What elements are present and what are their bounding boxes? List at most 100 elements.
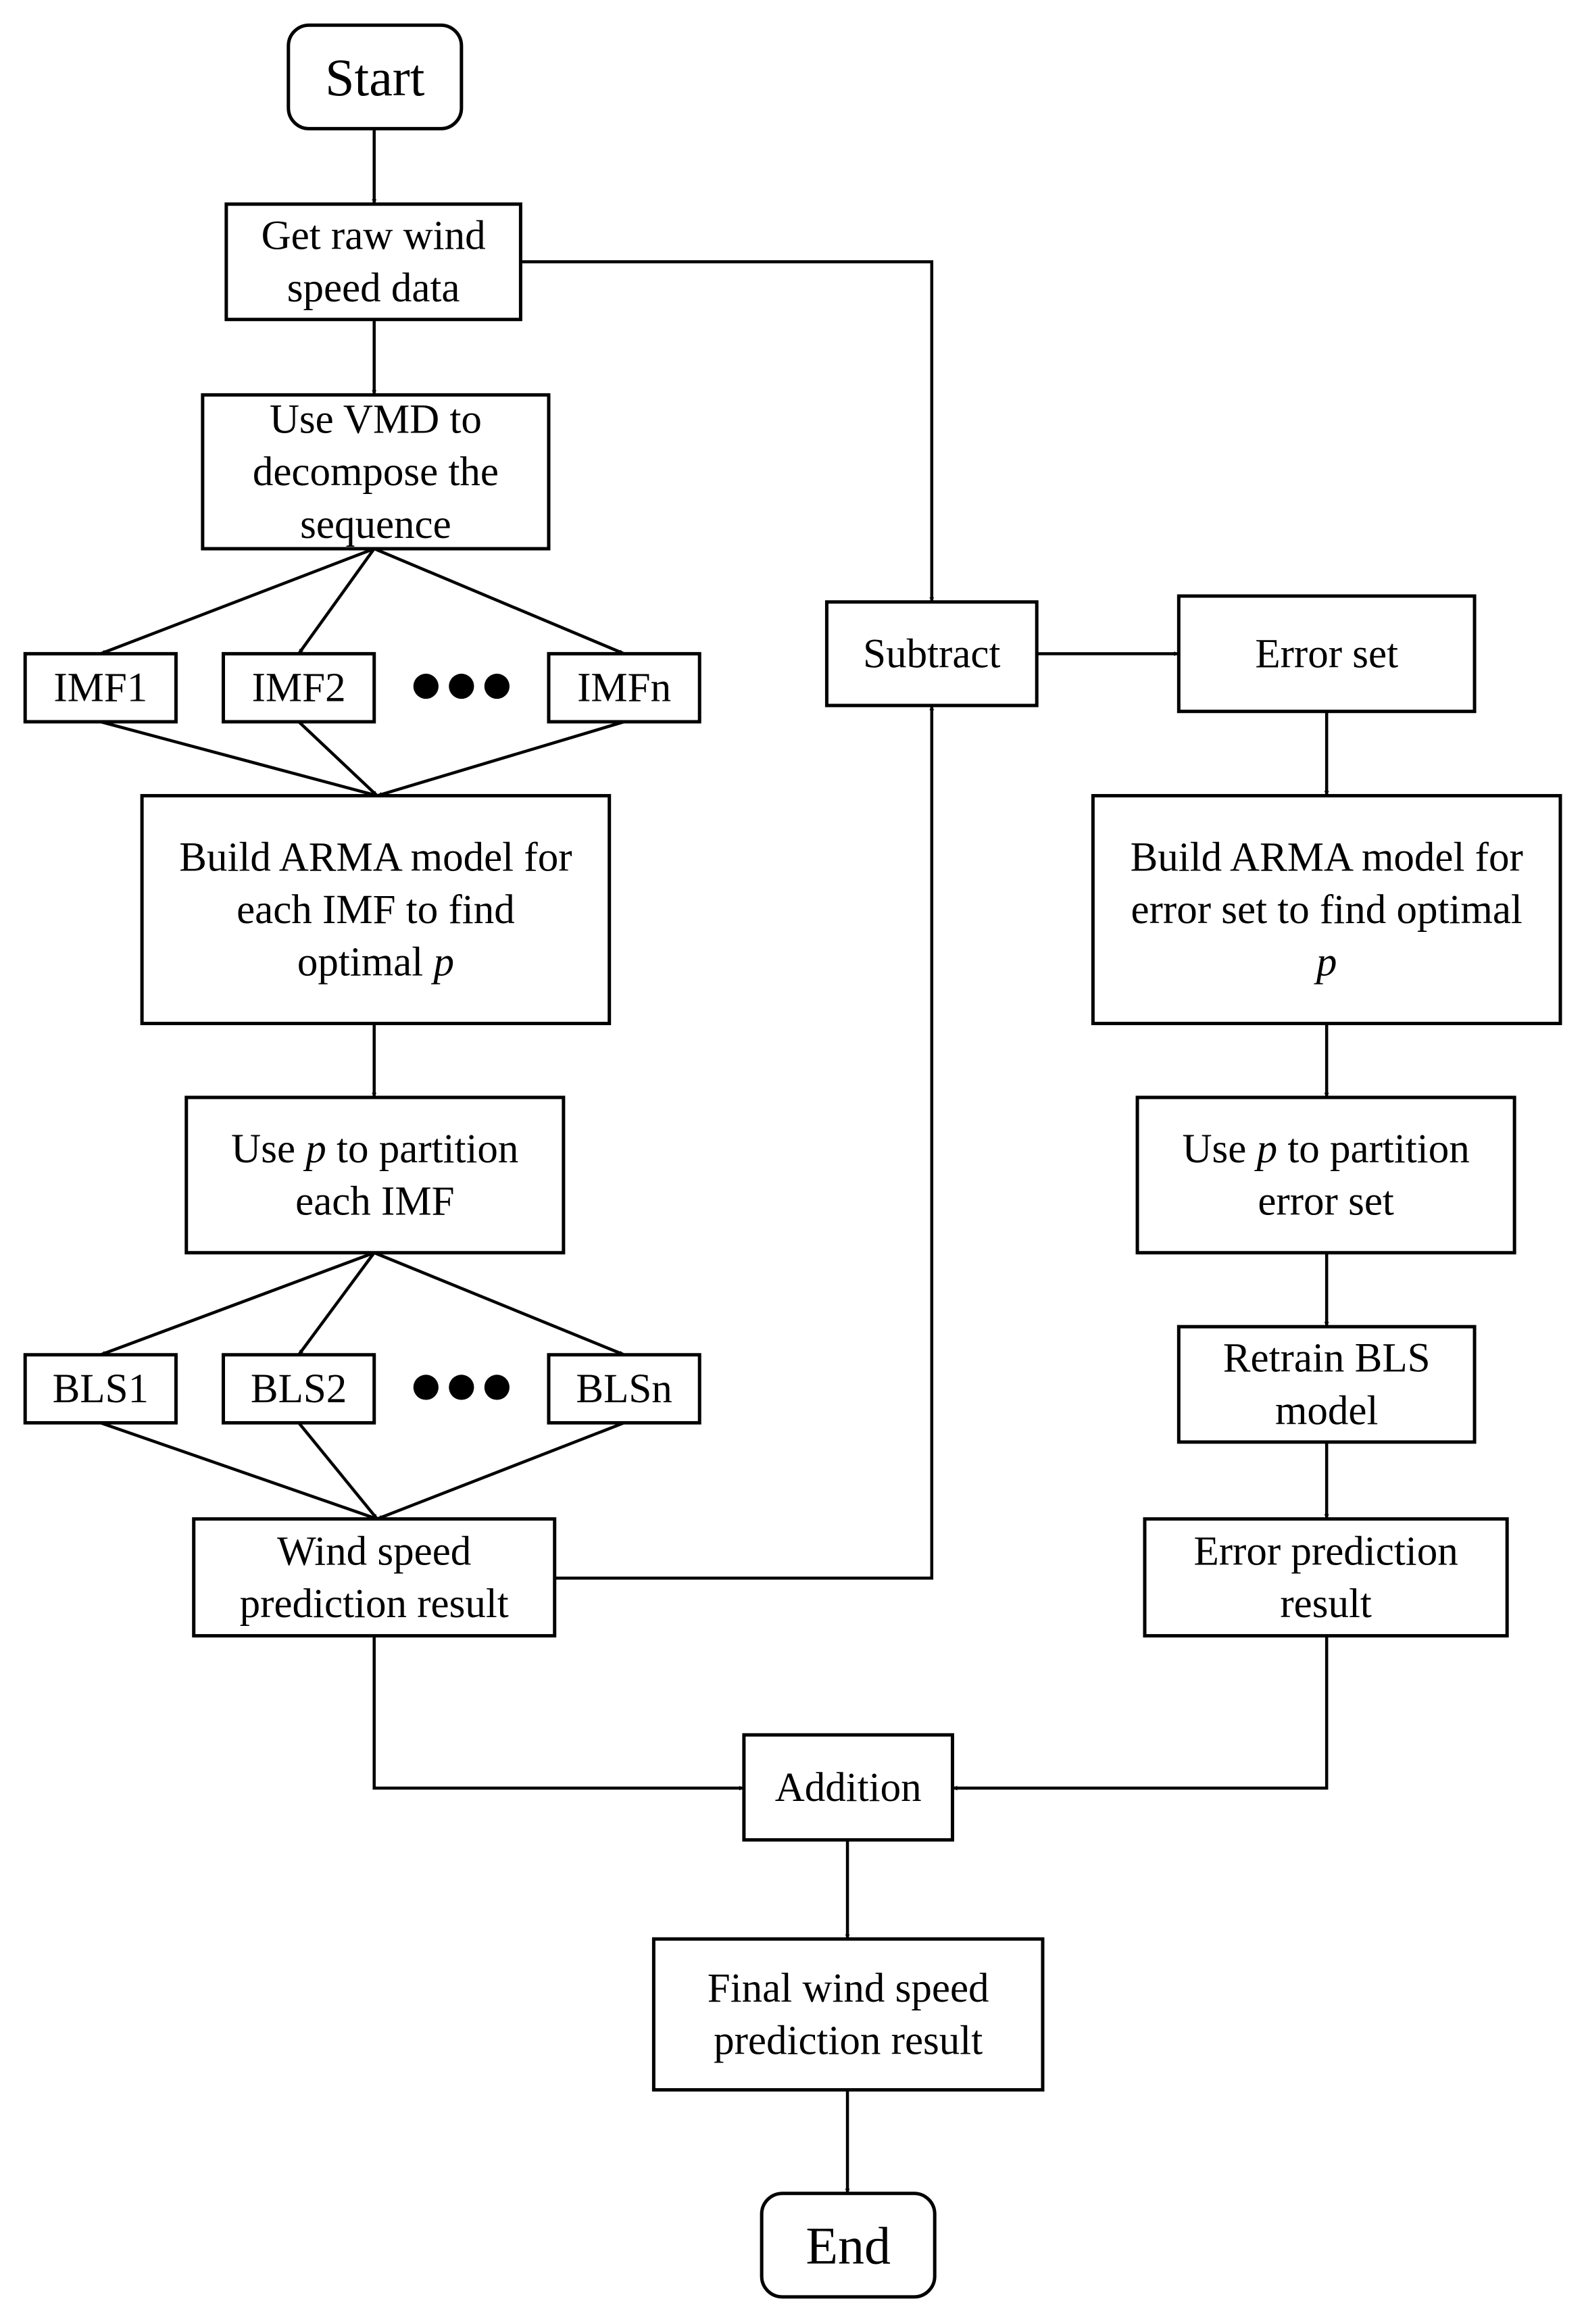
error-result-box: Error prediction result xyxy=(1143,1517,1509,1638)
partition-imf-box-label: Use p to partition xyxy=(231,1127,518,1172)
edge-getraw-subtract xyxy=(520,260,935,602)
addition-box-shape xyxy=(742,1733,954,1842)
connectors xyxy=(100,128,1329,2194)
error-result-box-label: Error prediction xyxy=(1193,1529,1458,1574)
imf2-box: IMF2 xyxy=(221,651,376,724)
edge-partition-blsn xyxy=(373,1251,625,1356)
vmd-decompose-box: Use VMD to decompose the sequence xyxy=(201,393,551,551)
arma-error-box-label: error set to find optimal xyxy=(1131,887,1523,932)
imfn-box-shape xyxy=(547,651,701,724)
get-raw-data-box-label: speed data xyxy=(287,266,460,311)
imf2-box-shape xyxy=(221,651,376,724)
arma-error-box-label: p xyxy=(1314,939,1337,985)
partition-imf-box-label: each IMF xyxy=(295,1179,454,1224)
get-raw-data-box-shape xyxy=(224,202,522,322)
arma-error-box: Build ARMA model for error set to find op… xyxy=(1091,793,1562,1026)
edge-bls2-wind xyxy=(297,1422,378,1521)
final-result-box-label: prediction result xyxy=(714,2018,983,2063)
italic-symbol-p: p xyxy=(1254,1127,1278,1172)
edge-partition-bls2 xyxy=(297,1252,376,1356)
wind-result-box: Wind speed prediction result xyxy=(192,1517,557,1638)
final-result-box-label: Final wind speed xyxy=(708,1966,989,2011)
end-terminal-label: End xyxy=(806,2216,891,2275)
wind-result-box-label: prediction result xyxy=(240,1581,509,1626)
imf1-box-label: IMF1 xyxy=(53,665,147,710)
subtract-box-shape xyxy=(824,600,1039,708)
ellipsis-dots xyxy=(413,673,510,1400)
arma-imf-box-shape xyxy=(140,793,612,1026)
bls2-box-shape xyxy=(221,1353,376,1425)
edge-wind-addition xyxy=(372,1635,744,1791)
partition-error-box-label: Use p to partition xyxy=(1182,1127,1469,1172)
partition-imf-box-shape xyxy=(184,1095,566,1255)
subtract-box: Subtract xyxy=(824,600,1039,708)
edge-imf1-arma xyxy=(100,720,378,797)
italic-symbol-p: p xyxy=(1314,939,1337,985)
bls2-box-label: BLS2 xyxy=(251,1366,347,1412)
vmd-decompose-box-label: Use VMD to xyxy=(270,397,482,442)
arma-imf-box-label: each IMF to find xyxy=(237,887,515,932)
ellipsis-dot xyxy=(449,1375,474,1400)
edge-imfn-arma xyxy=(376,720,625,797)
partition-error-box-label: error set xyxy=(1258,1179,1394,1224)
ellipsis-dots-bls xyxy=(413,1375,510,1400)
end-terminal: End xyxy=(760,2192,937,2299)
retrain-bls-box-shape xyxy=(1177,1325,1477,1444)
addition-box: Addition xyxy=(742,1733,954,1842)
edge-partition-bls1 xyxy=(100,1251,375,1356)
ellipsis-dot xyxy=(484,1375,510,1400)
arma-error-box-label: Build ARMA model for xyxy=(1131,835,1523,880)
blsn-box-label: BLSn xyxy=(576,1366,672,1412)
start-terminal-label: Start xyxy=(325,47,425,106)
error-result-box-shape xyxy=(1143,1517,1509,1638)
edge-vmd-imf2 xyxy=(297,547,376,655)
wind-result-box-label: Wind speed xyxy=(277,1529,471,1574)
end-terminal-shape xyxy=(760,2192,937,2299)
partition-error-box-shape xyxy=(1135,1095,1516,1255)
arma-imf-box-label: optimal p xyxy=(297,939,454,985)
bls2-box: BLS2 xyxy=(221,1353,376,1425)
ellipsis-dot xyxy=(484,673,510,699)
edge-blsn-wind xyxy=(376,1421,625,1521)
imf1-box: IMF1 xyxy=(23,651,178,724)
arma-imf-box-label: Build ARMA model for xyxy=(179,835,572,880)
error-set-box: Error set xyxy=(1177,594,1477,714)
arma-error-box-shape xyxy=(1091,793,1562,1026)
imfn-box-label: IMFn xyxy=(577,665,671,710)
error-set-box-shape xyxy=(1177,594,1477,714)
vmd-decompose-box-label: sequence xyxy=(300,501,451,547)
bls1-box-shape xyxy=(23,1353,178,1425)
ellipsis-dot xyxy=(413,1375,439,1400)
wind-result-box-shape xyxy=(192,1517,557,1638)
edge-bls1-wind xyxy=(100,1421,378,1521)
imf1-box-shape xyxy=(23,651,178,724)
retrain-bls-box-label: Retrain BLS xyxy=(1223,1335,1431,1381)
edge-imf2-arma xyxy=(297,720,378,797)
arma-imf-box: Build ARMA model for each IMF to find opti… xyxy=(140,793,612,1026)
get-raw-data-box: Get raw wind speed data xyxy=(224,202,522,322)
start-terminal-shape xyxy=(287,23,464,130)
edge-errresult-addition xyxy=(952,1635,1329,1791)
get-raw-data-box-label: Get raw wind xyxy=(262,213,486,258)
partition-error-box: Use p to partition error set xyxy=(1135,1095,1516,1255)
italic-symbol-p: p xyxy=(430,939,454,985)
final-result-box-shape xyxy=(651,1937,1045,2092)
partition-imf-box: Use p to partition each IMF xyxy=(184,1095,566,1255)
start-terminal: Start xyxy=(287,23,464,130)
addition-box-label: Addition xyxy=(775,1764,922,1810)
bls1-box-label: BLS1 xyxy=(53,1366,149,1412)
bls1-box: BLS1 xyxy=(23,1353,178,1425)
vmd-decompose-box-label: decompose the xyxy=(253,449,499,495)
error-result-box-label: result xyxy=(1280,1581,1372,1626)
ellipsis-dot xyxy=(449,673,474,699)
ellipsis-dot xyxy=(413,673,439,699)
subtract-box-label: Subtract xyxy=(863,631,1000,676)
imfn-box: IMFn xyxy=(547,651,701,724)
error-set-box-label: Error set xyxy=(1255,631,1398,676)
blsn-box-shape xyxy=(547,1353,701,1425)
ellipsis-dots-imf xyxy=(413,673,510,699)
blsn-box: BLSn xyxy=(547,1353,701,1425)
